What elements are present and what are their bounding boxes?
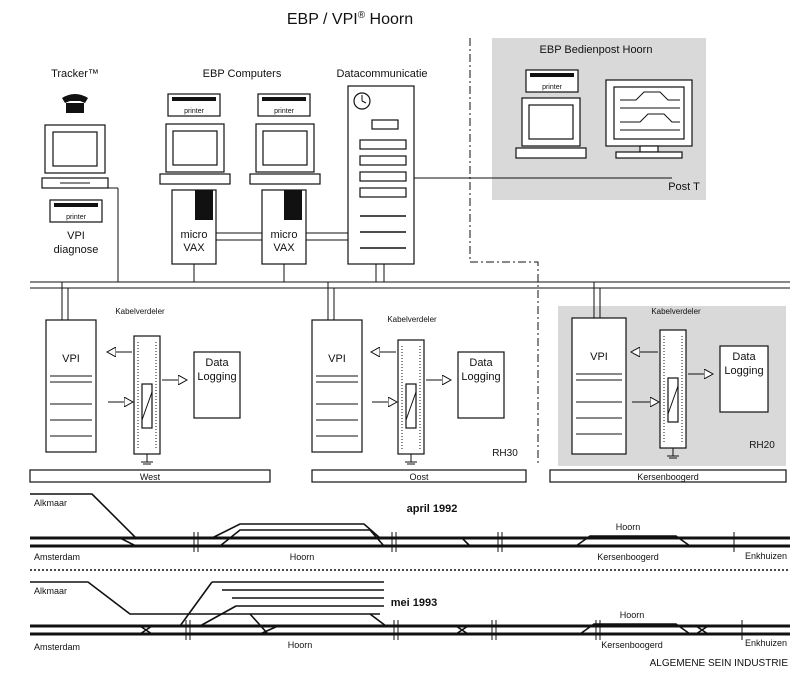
diagram-title: EBP / VPI® Hoorn [287, 10, 413, 28]
track-diagram-mei-1993: mei 1993 Alkmaar Amsterdam Hoorn Hoorn K… [30, 581, 790, 652]
track2-hoorn: Hoorn [288, 640, 313, 650]
monitor-icon [249, 123, 321, 185]
monitor-icon [159, 123, 231, 185]
track1-hoorn: Hoorn [290, 552, 315, 562]
kersenboogerd-label: Kersenboogerd [637, 472, 699, 482]
cable-distributor-kersenboogerd [659, 329, 687, 459]
rh20-label: RH20 [749, 440, 775, 451]
track2-enkhuizen: Enkhuizen [745, 638, 787, 648]
oost-bar [311, 469, 527, 483]
oost-label: Oost [409, 472, 429, 482]
printer-icon: printer [49, 199, 103, 223]
track1-enkhuizen: Enkhuizen [745, 551, 787, 561]
svg-text:VAX: VAX [273, 242, 295, 254]
footer-credit: ALGEMENE SEIN INDUSTRIE [650, 658, 789, 669]
svg-text:Logging: Logging [461, 371, 500, 383]
track2-amsterdam: Amsterdam [34, 642, 80, 652]
tracker-label: Tracker™ [51, 68, 99, 80]
svg-text:printer: printer [66, 214, 87, 221]
kabelverdeler-label: Kabelverdeler [387, 315, 437, 324]
svg-text:printer: printer [184, 108, 205, 115]
track2-hoorn-station: Hoorn [620, 610, 645, 620]
printer-icon: printer [167, 93, 221, 117]
datacom-label: Datacommunicatie [336, 68, 427, 80]
track-diagram-april-1992: april 1992 Alkmaar Amsterdam Hoorn Hoorn… [30, 493, 790, 562]
monitor-icon [41, 124, 109, 189]
track2-alkmaar: Alkmaar [34, 586, 67, 596]
boundary-line [469, 38, 539, 466]
track1-kersenboogerd: Kersenboogerd [597, 552, 659, 562]
ebp-computers-label: EBP Computers [203, 68, 282, 80]
kabelverdeler-label: Kabelverdeler [115, 307, 165, 316]
cable-distributor-oost [397, 339, 425, 465]
kabelverdeler-label: Kabelverdeler [651, 307, 701, 316]
svg-text:Data: Data [205, 357, 229, 369]
svg-text:micro: micro [181, 229, 208, 241]
track1-title: april 1992 [407, 503, 458, 515]
vpi-diagnose-label-2: diagnose [54, 244, 99, 256]
data-logging-oost: Data Logging [457, 351, 505, 419]
rh30-label: RH30 [492, 448, 518, 459]
data-logging-kersenboogerd: Data Logging [719, 345, 769, 413]
svg-text:micro: micro [271, 229, 298, 241]
svg-text:Logging: Logging [724, 365, 763, 377]
svg-text:VPI: VPI [328, 353, 346, 365]
bedienpost-label: EBP Bedienpost Hoorn [540, 44, 653, 56]
telephone-icon [62, 94, 88, 113]
track1-alkmaar: Alkmaar [34, 498, 67, 508]
printer-icon: printer [525, 69, 579, 93]
west-label: West [140, 472, 161, 482]
svg-text:VPI: VPI [590, 351, 608, 363]
vpi-unit-oost: VPI [311, 319, 363, 453]
vpi-unit-kersenboogerd: VPI [571, 317, 627, 455]
post-t-label: Post T [668, 181, 700, 193]
svg-text:printer: printer [542, 84, 563, 91]
track1-hoorn-station: Hoorn [616, 522, 641, 532]
track2-kersenboogerd: Kersenboogerd [601, 640, 663, 650]
vpi-unit-west: VPI [45, 319, 97, 453]
vpi-diagnose-label-1: VPI [67, 230, 85, 242]
svg-text:Data: Data [469, 357, 493, 369]
microvax-2: micro VAX [261, 189, 307, 265]
monitor-icon [515, 97, 587, 159]
track1-amsterdam: Amsterdam [34, 552, 80, 562]
cabinet-icon [347, 85, 415, 265]
large-display-icon [605, 79, 693, 159]
kersenboogerd-bar [549, 469, 787, 483]
microvax-1: micro VAX [171, 189, 217, 265]
track2-title: mei 1993 [391, 597, 437, 609]
svg-text:VPI: VPI [62, 353, 80, 365]
svg-text:printer: printer [274, 108, 295, 115]
data-logging-west: Data Logging [193, 351, 241, 419]
svg-text:Data: Data [732, 351, 756, 363]
cable-distributor-west [133, 335, 161, 465]
west-bar [29, 469, 271, 483]
svg-text:VAX: VAX [183, 242, 205, 254]
printer-icon: printer [257, 93, 311, 117]
clock-icon [353, 92, 371, 110]
svg-text:Logging: Logging [197, 371, 236, 383]
